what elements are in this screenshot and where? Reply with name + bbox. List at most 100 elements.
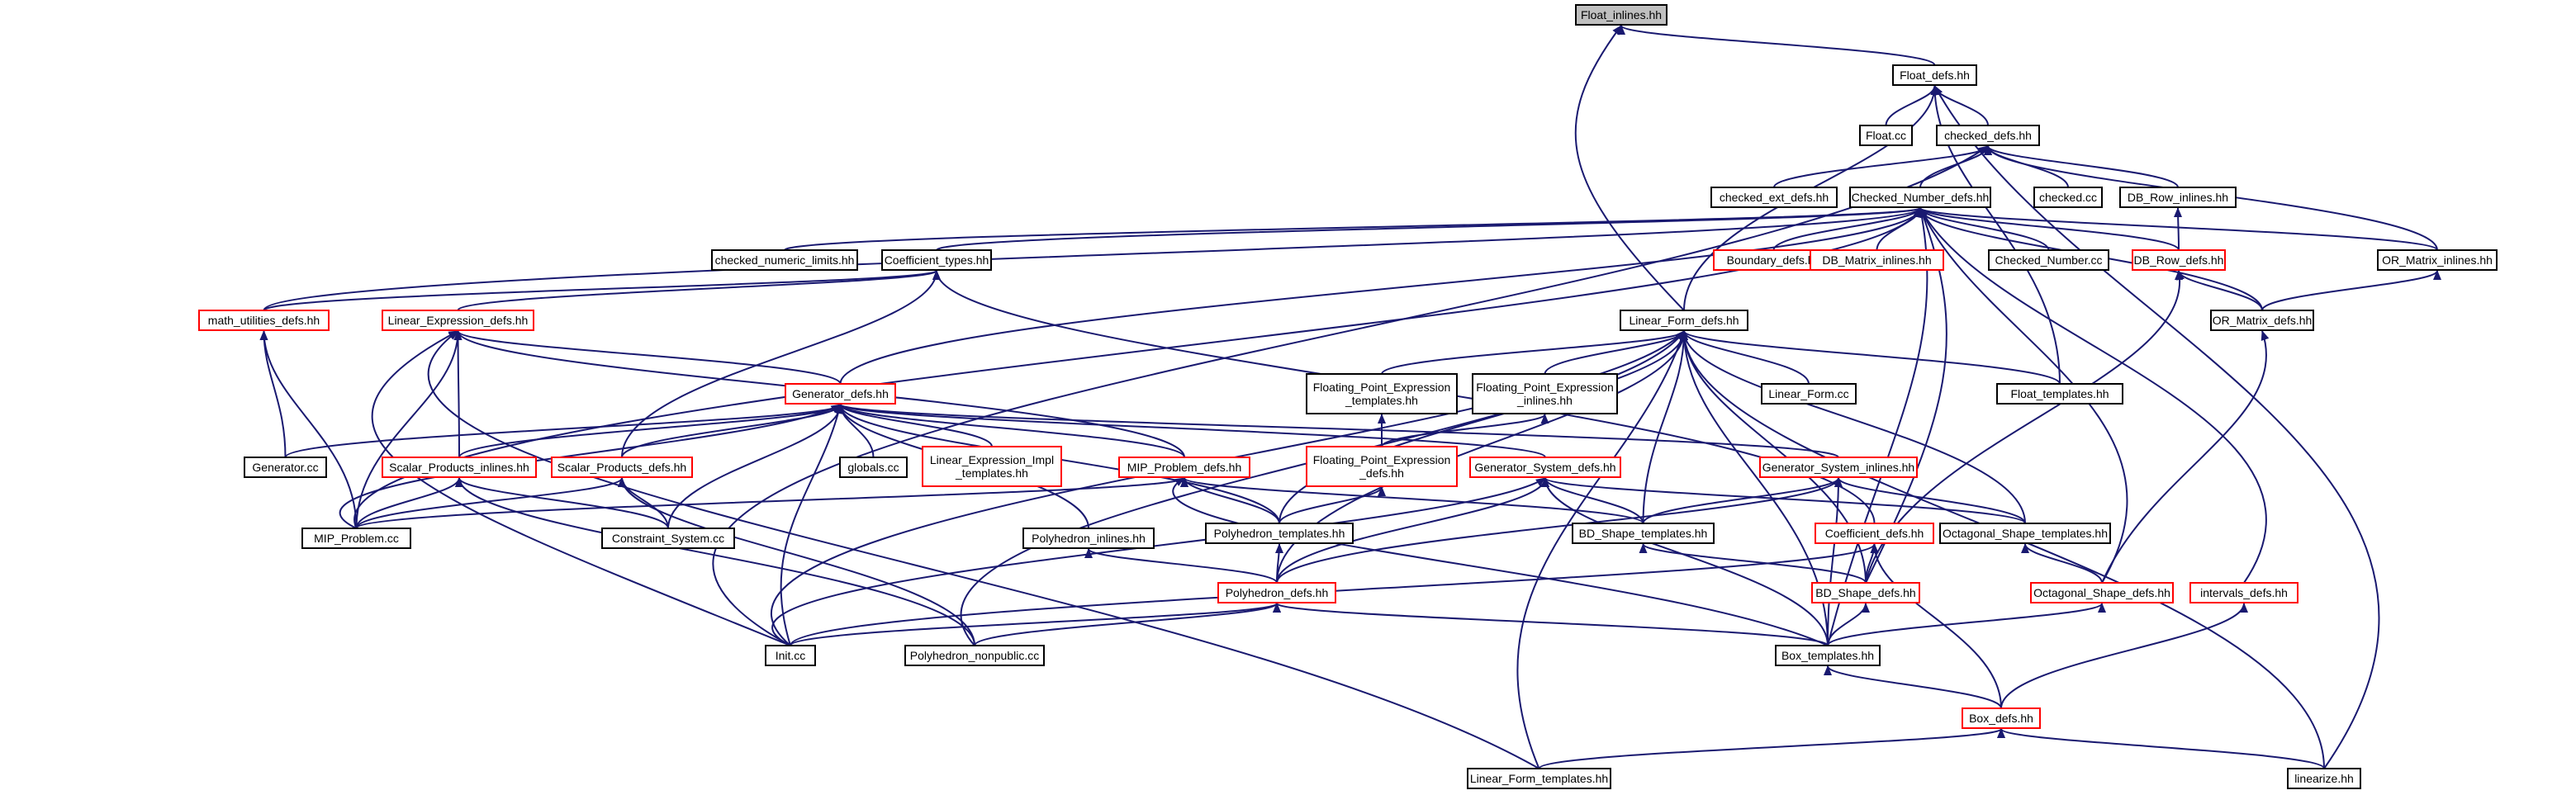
- node-box: [1306, 373, 1458, 414]
- node-generator-cc[interactable]: Generator.cc: [244, 457, 327, 478]
- node-label: Checked_Number.cc: [1995, 253, 2103, 267]
- edge-init-cc-to-polyhedron-defs: [790, 603, 1281, 646]
- node-constraint-system-cc[interactable]: Constraint_System.cc: [601, 528, 735, 549]
- node-linear-form-defs[interactable]: Linear_Form_defs.hh: [1620, 310, 1748, 331]
- node-label: Generator_System_defs.hh: [1474, 461, 1615, 474]
- node-label: Float_defs.hh: [1900, 69, 1970, 82]
- edge-coefficient-types-to-checked-number-defs: [936, 207, 1924, 251]
- node-float-defs[interactable]: Float_defs.hh: [1892, 64, 1977, 86]
- node-checked-number-defs[interactable]: Checked_Number_defs.hh: [1849, 187, 1991, 208]
- node-mip-problem-cc[interactable]: MIP_Problem.cc: [301, 528, 411, 549]
- edge-fpe-templates-to-linear-form-defs: [1381, 330, 1688, 375]
- node-db-matrix-inlines[interactable]: DB_Matrix_inlines.hh: [1810, 249, 1944, 271]
- node-box: [839, 457, 908, 478]
- node-checked-ext-defs[interactable]: checked_ext_defs.hh: [1710, 187, 1838, 208]
- edge-box-defs-to-box-templates: [1824, 665, 2002, 709]
- node-or-matrix-defs[interactable]: OR_Matrix_defs.hh: [2210, 310, 2314, 331]
- node-scalar-products-defs[interactable]: Scalar_Products_defs.hh: [551, 457, 693, 478]
- node-box: [1761, 383, 1857, 405]
- edge-float-templates-to-linear-form-defs: [1680, 330, 2061, 385]
- node-fpe-templates[interactable]: Floating_Point_Expression_templates.hh: [1306, 373, 1458, 414]
- node-intervals-defs[interactable]: intervals_defs.hh: [2189, 582, 2298, 603]
- node-float-templates[interactable]: Float_templates.hh: [1996, 383, 2123, 405]
- node-box: [1936, 125, 2040, 146]
- node-generator-defs[interactable]: Generator_defs.hh: [785, 383, 896, 405]
- edge-octagonal-shape-templates-to-generator-system-inlines: [1834, 477, 2026, 524]
- node-label: OR_Matrix_inlines.hh: [2382, 253, 2493, 267]
- node-box: [785, 383, 896, 405]
- node-box: [1472, 373, 1618, 414]
- edge-math-utilities-defs-to-checked-number-defs: [263, 207, 1924, 311]
- node-float-inlines[interactable]: Float_inlines.hh: [1575, 4, 1668, 26]
- node-coefficient-defs[interactable]: Coefficient_defs.hh: [1815, 523, 1934, 544]
- node-init-cc[interactable]: Init.cc: [765, 645, 816, 666]
- node-linear-expression-impl-templates[interactable]: Linear_Expression_Impl_templates.hh: [922, 446, 1062, 487]
- node-fpe-inlines[interactable]: Floating_Point_Expression_inlines.hh: [1472, 373, 1618, 414]
- edge-polyhedron-defs-to-generator-system-defs: [1276, 477, 1549, 584]
- node-checked-defs[interactable]: checked_defs.hh: [1936, 125, 2040, 146]
- edge-generator-defs-to-checked-number-defs: [839, 207, 1924, 385]
- node-globals-cc[interactable]: globals.cc: [839, 457, 908, 478]
- node-box: [2119, 187, 2237, 208]
- node-box: [1217, 582, 1336, 603]
- node-box: [198, 310, 330, 331]
- node-box-templates[interactable]: Box_templates.hh: [1775, 645, 1881, 666]
- node-mip-problem-defs[interactable]: MIP_Problem_defs.hh: [1118, 457, 1250, 478]
- node-label: Float_templates.hh: [2010, 387, 2109, 400]
- node-checked-number-cc[interactable]: Checked_Number.cc: [1988, 249, 2109, 271]
- node-octagonal-shape-defs[interactable]: Octagonal_Shape_defs.hh: [2030, 582, 2174, 603]
- node-checked-cc[interactable]: checked.cc: [2033, 187, 2103, 208]
- edge-box-templates-to-octagonal-shape-defs: [1827, 603, 2106, 646]
- node-polyhedron-defs[interactable]: Polyhedron_defs.hh: [1217, 582, 1336, 603]
- node-polyhedron-inlines[interactable]: Polyhedron_inlines.hh: [1022, 528, 1155, 549]
- node-float-cc[interactable]: Float.cc: [1859, 125, 1913, 146]
- edges-layer: [259, 25, 2441, 769]
- edge-octagonal-shape-templates-to-linear-form-defs: [1680, 330, 2026, 524]
- node-label: Floating_Point_Expression: [1313, 381, 1451, 394]
- node-fpe-defs[interactable]: Floating_Point_Expression_defs.hh: [1306, 446, 1458, 487]
- edge-math-utilities-defs-to-coefficient-types: [263, 270, 941, 311]
- node-octagonal-shape-templates[interactable]: Octagonal_Shape_templates.hh: [1939, 523, 2111, 544]
- edge-constraint-system-cc-to-generator-defs: [667, 404, 845, 529]
- edge-mip-problem-cc-to-mip-problem-defs: [355, 477, 1188, 529]
- node-linear-form-templates[interactable]: Linear_Form_templates.hh: [1467, 768, 1611, 789]
- node-box-defs[interactable]: Box_defs.hh: [1962, 707, 2041, 729]
- node-polyhedron-templates[interactable]: Polyhedron_templates.hh: [1205, 523, 1354, 544]
- node-math-utilities-defs[interactable]: math_utilities_defs.hh: [198, 310, 330, 331]
- node-scalar-products-inlines[interactable]: Scalar_Products_inlines.hh: [382, 457, 537, 478]
- node-linear-expression-defs[interactable]: Linear_Expression_defs.hh: [382, 310, 534, 331]
- node-label: checked_ext_defs.hh: [1720, 191, 1829, 204]
- node-or-matrix-inlines[interactable]: OR_Matrix_inlines.hh: [2377, 249, 2498, 271]
- edge-polyhedron-defs-to-polyhedron-templates: [1274, 543, 1283, 584]
- edge-linear-expression-impl-templates-to-generator-defs: [836, 404, 993, 447]
- node-box: [601, 528, 735, 549]
- node-box: [1859, 125, 1913, 146]
- edge-box-templates-to-bd-shape-defs: [1827, 603, 1870, 646]
- node-generator-system-defs[interactable]: Generator_System_defs.hh: [1469, 457, 1621, 478]
- edge-bd-shape-defs-to-bd-shape-templates: [1639, 543, 1867, 584]
- node-box: [1118, 457, 1250, 478]
- node-db-row-defs[interactable]: DB_Row_defs.hh: [2132, 249, 2226, 271]
- node-box: [881, 249, 992, 271]
- node-box: [1572, 523, 1715, 544]
- node-db-row-inlines[interactable]: DB_Row_inlines.hh: [2119, 187, 2237, 208]
- node-label: Polyhedron_defs.hh: [1226, 586, 1329, 599]
- node-box: [904, 645, 1045, 666]
- node-checked-numeric-limits[interactable]: checked_numeric_limits.hh: [711, 249, 858, 271]
- edge-box-defs-to-intervals-defs: [2000, 603, 2248, 709]
- node-generator-system-inlines[interactable]: Generator_System_inlines.hh: [1759, 457, 1918, 478]
- node-bd-shape-defs[interactable]: BD_Shape_defs.hh: [1811, 582, 1920, 603]
- node-coefficient-types[interactable]: Coefficient_types.hh: [881, 249, 992, 271]
- node-box: [2030, 582, 2174, 603]
- node-label: Floating_Point_Expression: [1476, 381, 1614, 394]
- node-linear-form-cc[interactable]: Linear_Form.cc: [1761, 383, 1857, 405]
- node-label: Constraint_System.cc: [612, 532, 724, 545]
- node-linearize[interactable]: linearize.hh: [2287, 768, 2361, 789]
- edge-box-defs-to-coefficient-defs: [1870, 543, 2002, 709]
- node-bd-shape-templates[interactable]: BD_Shape_templates.hh: [1572, 523, 1715, 544]
- edge-intervals-defs-to-checked-number-defs: [1919, 207, 2267, 584]
- node-label: MIP_Problem.cc: [314, 532, 399, 545]
- node-polyhedron-nonpublic-cc[interactable]: Polyhedron_nonpublic.cc: [904, 645, 1045, 666]
- node-box: [1467, 768, 1611, 789]
